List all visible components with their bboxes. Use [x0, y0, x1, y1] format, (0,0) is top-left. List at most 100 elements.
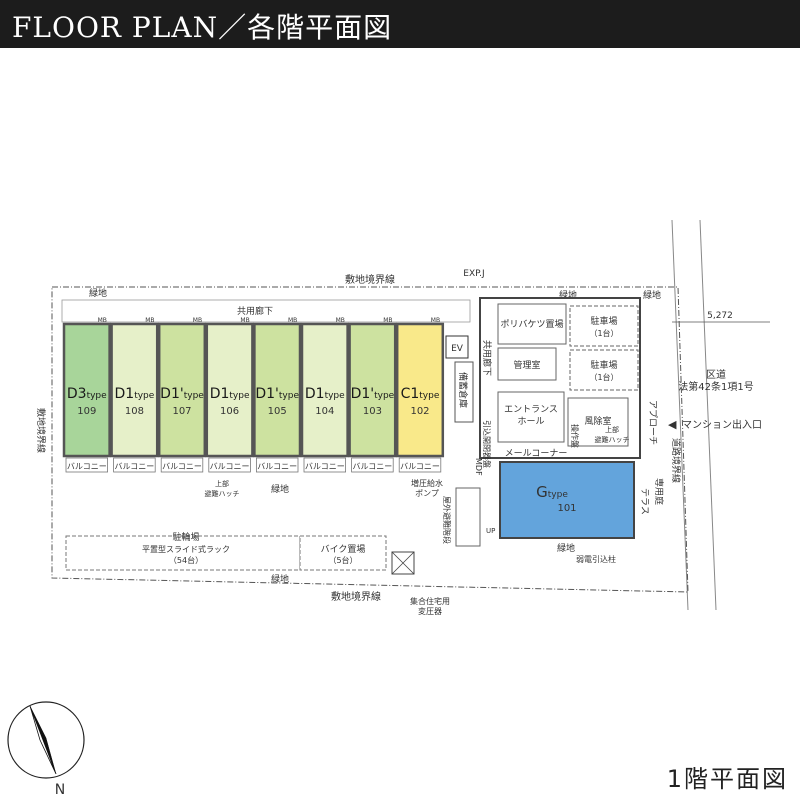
unit-108: [110, 322, 159, 458]
terrace-label: テラス: [639, 488, 650, 515]
bicycle-rack-label: 平置型スライド式ラック: [142, 544, 230, 554]
balcony-102-label: バルコニー: [400, 462, 440, 471]
boundary-left-label: 敷地境界線: [35, 408, 47, 453]
green-g-label: 緑地: [557, 542, 575, 554]
balcony-106: [208, 457, 251, 473]
upper-hatch-left: 上部: [215, 479, 229, 488]
ops-panel-label: 操作盤: [570, 424, 580, 448]
unit-106: [205, 322, 254, 458]
poly-room: [497, 303, 567, 345]
parking-1-label: 駐車場: [590, 315, 617, 327]
upper-hatch-left-2: 避難ハッチ: [205, 489, 240, 498]
mail-corner-label: メールコーナー: [505, 448, 568, 459]
site-boundary: [51, 286, 689, 593]
bicycle-label: 駐輪場: [172, 531, 199, 543]
parking-1-count: （1台）: [589, 328, 618, 338]
entrance-hall-label-1: エントランス: [504, 404, 558, 415]
entrance-hall: [497, 391, 565, 443]
unit-103: [348, 322, 397, 458]
road-boundary-label: 道路境界線: [670, 438, 682, 483]
north-compass-circle: [7, 701, 85, 779]
unit-104-number: 104: [315, 406, 334, 417]
floor-label: 1階平面図: [666, 765, 788, 793]
unit-108-number: 108: [125, 406, 144, 417]
pump-label-2: ポンプ: [415, 489, 439, 498]
pump-label-1: 増圧給水: [411, 478, 443, 488]
windbreak-room: [567, 397, 629, 447]
mb-103-label: MB: [383, 317, 392, 324]
unit-109: [62, 322, 111, 458]
up-label: UP: [486, 527, 495, 535]
storage-room: [454, 361, 474, 423]
balcony-107: [160, 457, 204, 473]
management-room: [497, 347, 557, 381]
mdf-label: MDF: [474, 458, 483, 476]
unit-103-number: 103: [363, 406, 382, 417]
balcony-105: [255, 457, 299, 473]
unit-104: [300, 322, 349, 458]
green-middle-label: 緑地: [271, 483, 289, 495]
unit-g: [499, 461, 635, 539]
bicycle-count-label: （54台）: [169, 555, 203, 565]
unit-106-number: 106: [220, 406, 239, 417]
unit-107-number: 107: [172, 406, 191, 417]
mb-104-label: MB: [336, 317, 345, 324]
poly-label: ポリバケツ置場: [500, 318, 563, 330]
power-pole-label: 弱電引込柱: [576, 554, 616, 564]
outdoor-stairs: [455, 487, 481, 547]
mb-107-label: MB: [193, 317, 202, 324]
transformer-x2: [391, 551, 415, 575]
upper-hatch-right-2: 避難ハッチ: [595, 435, 630, 444]
balcony-108: [113, 457, 156, 473]
mb-108-label: MB: [145, 317, 154, 324]
road-law: 法第42条1項1号: [678, 380, 753, 393]
balcony-109: [65, 457, 108, 473]
mb-109-label: MB: [98, 317, 107, 324]
shared-corridor-v: 共用廊下: [481, 340, 493, 376]
page-title: FLOOR PLAN／各階平面図: [12, 11, 393, 44]
road-label: 区道: [706, 368, 726, 381]
green-top-far-right-label: 緑地: [643, 289, 661, 301]
road-line-right: [699, 219, 717, 611]
balcony-104-label: バルコニー: [305, 462, 345, 471]
green-top-label: 緑地: [89, 287, 107, 299]
unit-105-number: 105: [268, 406, 287, 417]
private-garden-label: 専用庭: [653, 478, 665, 505]
balcony-103-label: バルコニー: [352, 462, 392, 471]
parking-2-label: 駐車場: [590, 359, 617, 371]
balcony-102: [398, 457, 442, 473]
approach-label: アプローチ: [647, 400, 658, 445]
balcony-104: [303, 457, 346, 473]
bike-count-label: （5台）: [328, 555, 357, 565]
balcony-107-label: バルコニー: [162, 462, 202, 471]
transformer-label-2: 変圧器: [418, 606, 442, 616]
mb-105-label: MB: [288, 317, 297, 324]
parking-2-count: （1台）: [589, 372, 618, 382]
entrance-hall-label-2: ホール: [517, 416, 544, 427]
bike-label: バイク置場: [321, 543, 366, 555]
balcony-108-label: バルコニー: [114, 462, 154, 471]
bicycle-area: [65, 535, 301, 571]
mb-102-label: MB: [431, 317, 440, 324]
unit-102-number: 102: [410, 406, 429, 417]
ev-label: EV: [451, 344, 464, 354]
units-layer: D3type109バルコニーMBD1type108バルコニーMBD1'type1…: [62, 317, 445, 473]
upper-hatch-right: 上部: [605, 425, 619, 434]
corridor-area: [61, 299, 471, 323]
unit-g-number: 101: [557, 503, 576, 514]
boundary-top-label: 敷地境界線: [345, 273, 395, 286]
pipe-space-label: 引込開閉器盤: [482, 420, 492, 468]
north-arrow-outline-icon: [29, 705, 57, 775]
header-bar: FLOOR PLAN／各階平面図: [0, 0, 800, 48]
unit-107: [157, 322, 207, 458]
entrance-arrow: ◀: [668, 418, 677, 431]
corridor-label: 共用廊下: [237, 305, 273, 317]
windbreak-label: 風除室: [584, 415, 611, 427]
bike-area: [299, 535, 387, 571]
balcony-103: [351, 457, 394, 473]
unit-102: [395, 322, 445, 458]
unit-105: [253, 322, 302, 458]
outdoor-stairs-label: 屋外避難階段: [442, 496, 452, 544]
exp-j-label: EXP.J: [463, 269, 484, 279]
